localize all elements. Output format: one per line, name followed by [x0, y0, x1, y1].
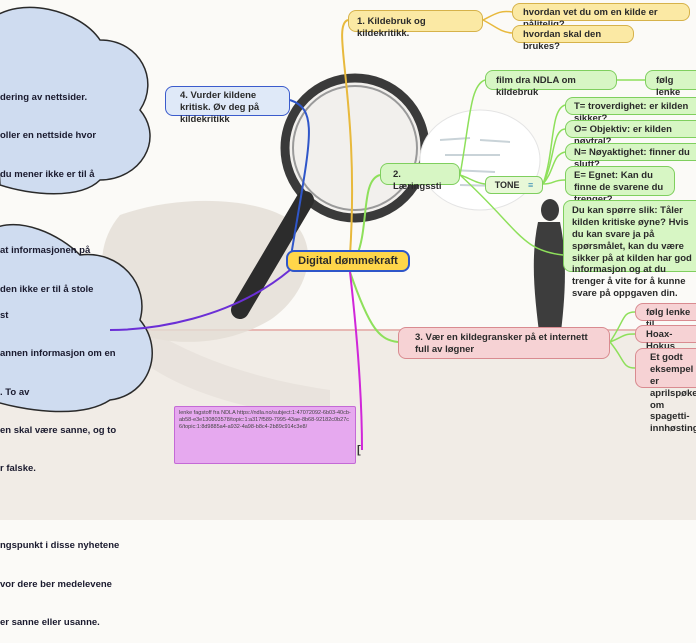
branch-1-kildebruk[interactable]: 1. Kildebruk og kildekritikk.	[348, 10, 483, 39]
tone-node[interactable]: TONE ≡	[485, 176, 543, 194]
cloud-bottom-line: en skal være sanne, og to	[0, 424, 117, 436]
central-topic[interactable]: Digital dømmekraft	[286, 250, 410, 272]
cloud-bottom-line: ngspunkt i disse nyhetene	[0, 540, 120, 552]
branch-1-child-brukes[interactable]: hvordan skal den brukes?	[512, 25, 634, 52]
cloud-bottom-line: r falske.	[0, 463, 36, 475]
branch-1-child-palitelig[interactable]: hvordan vet du om en kilde er pålitelig?	[512, 3, 690, 30]
branch-3-aprilspok[interactable]: Et godt eksempel er aprilspøken om spage…	[635, 348, 696, 434]
cloud-bottom-line	[0, 502, 119, 515]
cloud-bottom-text: st annen informasjon om en . To av en sk…	[0, 284, 119, 643]
tone-t-troverdighet[interactable]: T= troverdighet: er kilden sikker?	[565, 97, 696, 124]
tone-n-noyaktighet[interactable]: N= Nøyaktighet: finner du slutt?	[565, 143, 696, 170]
cloud-top-line: dering av nettsider.	[0, 91, 88, 103]
tone-e-egnet[interactable]: E= Egnet: Kan du finne de svarene du tre…	[565, 166, 675, 205]
branch-3-kildegransker[interactable]: 3. Vær en kildegransker på et internett …	[398, 327, 610, 359]
cloud-top-line: den ikke er til å stole	[0, 283, 94, 295]
background-illustration	[0, 6, 696, 520]
branch-3-follow-link[interactable]: følg lenke til	[635, 303, 696, 330]
film-ndla-node[interactable]: film dra NDLA om kildebruk	[485, 70, 617, 98]
cloud-bottom-line: st	[0, 309, 9, 321]
tone-o-objektiv[interactable]: O= Objektiv: er kilden nøytral?	[565, 120, 696, 147]
cloud-top-line: at informasjonen på	[0, 245, 91, 257]
cloud-bottom-line: annen informasjon om en	[0, 348, 116, 360]
branch-2-laeringssti[interactable]: 2. Læringssti	[380, 163, 460, 192]
cloud-bottom-line: . To av	[0, 386, 30, 398]
cloud-top-line: oller en nettside hvor	[0, 130, 97, 142]
follow-link-film-node[interactable]: følg lenke	[645, 70, 696, 98]
cloud-top-line: du mener ikke er til å	[0, 168, 95, 180]
link-note-bracket: [	[357, 444, 361, 456]
branch-3-hoax[interactable]: Hoax- Hokus pokus	[635, 325, 696, 364]
cloud-bottom-line: er sanne eller usanne.	[0, 617, 100, 629]
list-icon: ≡	[528, 180, 534, 190]
cloud-bottom-line: vor dere ber medelevene	[0, 578, 112, 590]
link-note[interactable]: lenke fagstoff fra NDLA https://ndla.no/…	[174, 406, 356, 464]
question-node[interactable]: Du kan spørre slik: Tåler kilden kritisk…	[563, 200, 696, 299]
cloud-top-text: dering av nettsider. oller en nettside h…	[0, 66, 96, 309]
tone-label: TONE	[494, 180, 520, 190]
cloud-top-line	[0, 207, 96, 220]
branch-4-vurder[interactable]: 4. Vurder kildene kritisk. Øv deg på kil…	[165, 86, 290, 125]
